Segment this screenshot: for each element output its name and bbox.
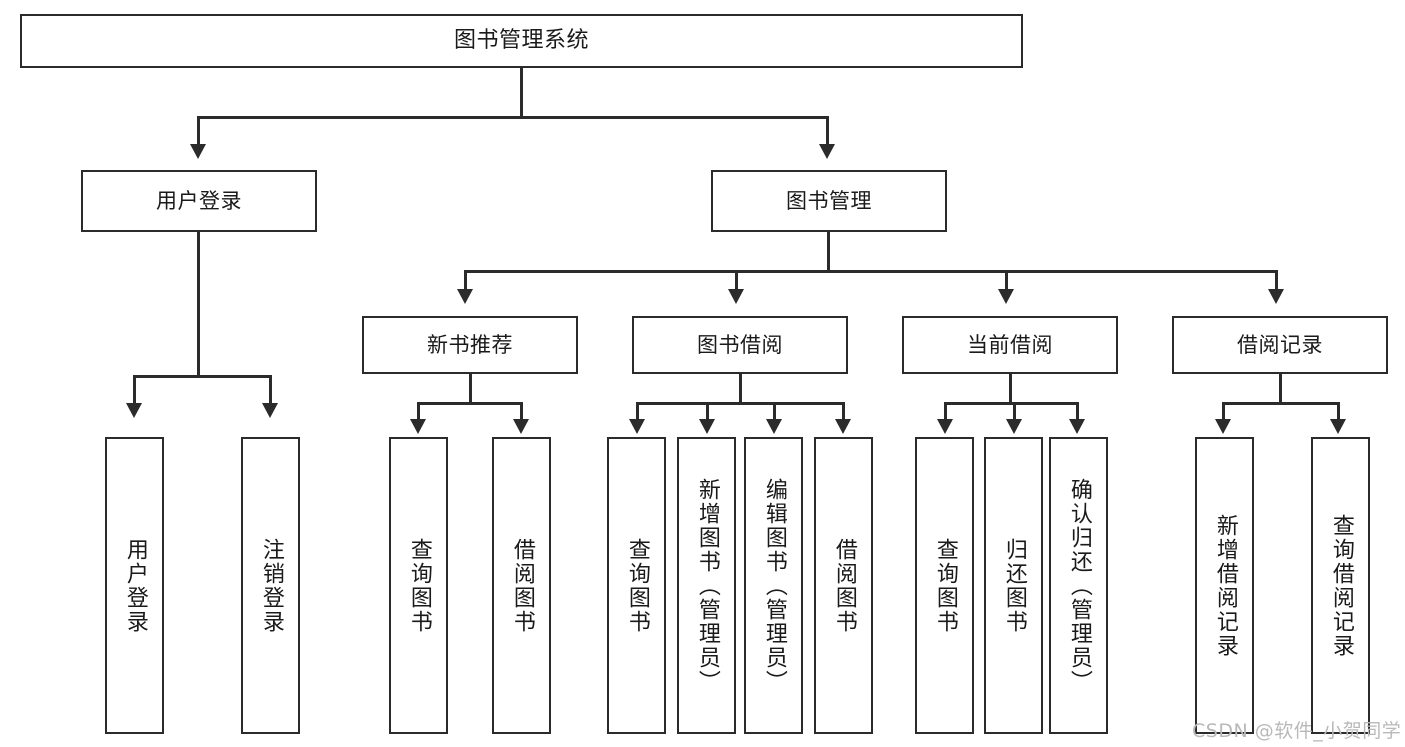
leaf-user-login[interactable]: 用户登录 bbox=[105, 437, 164, 734]
leaf-current-borrow-confirm-return-admin[interactable]: 确认归还（管理员） bbox=[1049, 437, 1108, 734]
connector-user-login-branch-2 bbox=[269, 375, 272, 404]
connector-user-login-stem bbox=[197, 232, 200, 377]
leaf-label: 借阅图书 bbox=[831, 537, 857, 634]
node-label: 用户登录 bbox=[156, 188, 242, 213]
leaf-label: 借阅图书 bbox=[509, 537, 535, 634]
leaf-logout[interactable]: 注销登录 bbox=[241, 437, 300, 734]
leaf-book-borrow-borrow-book[interactable]: 借阅图书 bbox=[814, 437, 873, 734]
connector-current-borrow-bus bbox=[944, 402, 1078, 405]
node-user-login[interactable]: 用户登录 bbox=[81, 170, 317, 232]
node-book-management[interactable]: 图书管理 bbox=[711, 170, 947, 232]
connector-book-mgmt-branch-1 bbox=[464, 270, 467, 290]
arrowhead-book-mgmt bbox=[819, 144, 835, 159]
leaf-label: 新增图书（管理员） bbox=[694, 477, 720, 694]
node-root-library-system[interactable]: 图书管理系统 bbox=[20, 14, 1023, 68]
connector-book-mgmt-branch-2 bbox=[735, 270, 738, 290]
leaf-current-borrow-query-book[interactable]: 查询图书 bbox=[915, 437, 974, 734]
leaf-label: 确认归还（管理员） bbox=[1066, 477, 1092, 694]
leaf-label: 查询借阅记录 bbox=[1328, 513, 1354, 658]
connector-root-stem bbox=[520, 68, 523, 118]
arrowhead-leaf-new-book-2 bbox=[513, 419, 529, 434]
node-label: 当前借阅 bbox=[967, 332, 1053, 357]
node-label: 图书管理系统 bbox=[453, 28, 589, 54]
arrowhead-level3-2 bbox=[728, 289, 744, 304]
arrowhead-leaf-user-login-2 bbox=[262, 403, 278, 418]
connector-book-borrow-bus bbox=[636, 402, 844, 405]
arrowhead-leaf-user-login-1 bbox=[126, 403, 142, 418]
leaf-new-book-query-book[interactable]: 查询图书 bbox=[389, 437, 448, 734]
node-borrow-record[interactable]: 借阅记录 bbox=[1172, 316, 1388, 374]
connector-root-to-book-mgmt bbox=[826, 116, 829, 146]
connector-root-to-user-login bbox=[197, 116, 200, 146]
leaf-label: 编辑图书（管理员） bbox=[761, 477, 787, 694]
node-label: 图书借阅 bbox=[697, 332, 783, 357]
connector-current-borrow-branch-1 bbox=[944, 402, 947, 420]
leaf-book-borrow-query-book[interactable]: 查询图书 bbox=[607, 437, 666, 734]
connector-book-borrow-branch-4 bbox=[842, 402, 845, 420]
leaf-book-borrow-add-book-admin[interactable]: 新增图书（管理员） bbox=[677, 437, 736, 734]
arrowhead-leaf-book-borrow-2 bbox=[699, 419, 715, 434]
leaf-new-book-borrow-book[interactable]: 借阅图书 bbox=[492, 437, 551, 734]
node-current-borrow[interactable]: 当前借阅 bbox=[902, 316, 1118, 374]
node-book-borrow[interactable]: 图书借阅 bbox=[632, 316, 848, 374]
arrowhead-leaf-borrow-record-2 bbox=[1330, 419, 1346, 434]
connector-current-borrow-branch-2 bbox=[1013, 402, 1016, 420]
node-label: 图书管理 bbox=[786, 188, 872, 213]
connector-user-login-branch-1 bbox=[133, 375, 136, 404]
connector-new-book-bus bbox=[417, 402, 523, 405]
leaf-label: 归还图书 bbox=[1001, 537, 1027, 634]
arrowhead-level3-1 bbox=[457, 289, 473, 304]
arrowhead-leaf-current-borrow-2 bbox=[1006, 419, 1022, 434]
connector-book-mgmt-branch-4 bbox=[1275, 270, 1278, 290]
leaf-label: 查询图书 bbox=[624, 537, 650, 634]
arrowhead-leaf-borrow-record-1 bbox=[1215, 419, 1231, 434]
leaf-label: 新增借阅记录 bbox=[1212, 513, 1238, 658]
connector-borrow-record-branch-1 bbox=[1222, 402, 1225, 420]
leaf-current-borrow-return-book[interactable]: 归还图书 bbox=[984, 437, 1043, 734]
leaf-label: 注销登录 bbox=[258, 537, 284, 634]
leaf-borrow-record-query-record[interactable]: 查询借阅记录 bbox=[1311, 437, 1370, 734]
connector-book-mgmt-stem bbox=[827, 232, 830, 272]
connector-new-book-branch-2 bbox=[520, 402, 523, 420]
connector-book-borrow-branch-2 bbox=[706, 402, 709, 420]
arrowhead-level3-3 bbox=[998, 289, 1014, 304]
arrowhead-leaf-current-borrow-3 bbox=[1069, 419, 1085, 434]
leaf-label: 查询图书 bbox=[932, 537, 958, 634]
connector-book-borrow-stem bbox=[739, 374, 742, 404]
connector-book-borrow-branch-3 bbox=[773, 402, 776, 420]
node-new-book-recommend[interactable]: 新书推荐 bbox=[362, 316, 578, 374]
leaf-label: 查询图书 bbox=[406, 537, 432, 634]
arrowhead-leaf-new-book-1 bbox=[410, 419, 426, 434]
connector-borrow-record-stem bbox=[1279, 374, 1282, 404]
leaf-label: 用户登录 bbox=[122, 537, 148, 634]
connector-book-mgmt-branch-3 bbox=[1005, 270, 1008, 290]
connector-book-borrow-branch-1 bbox=[636, 402, 639, 420]
arrowhead-leaf-book-borrow-4 bbox=[835, 419, 851, 434]
connector-current-borrow-branch-3 bbox=[1076, 402, 1079, 420]
connector-root-bus bbox=[197, 116, 829, 119]
connector-borrow-record-bus bbox=[1222, 402, 1340, 405]
arrowhead-user-login bbox=[190, 144, 206, 159]
arrowhead-leaf-current-borrow-1 bbox=[937, 419, 953, 434]
connector-new-book-stem bbox=[469, 374, 472, 404]
arrowhead-leaf-book-borrow-1 bbox=[629, 419, 645, 434]
arrowhead-level3-4 bbox=[1268, 289, 1284, 304]
node-label: 借阅记录 bbox=[1237, 332, 1323, 357]
connector-current-borrow-stem bbox=[1009, 374, 1012, 404]
leaf-book-borrow-edit-book-admin[interactable]: 编辑图书（管理员） bbox=[744, 437, 803, 734]
connector-book-mgmt-bus bbox=[464, 270, 1278, 273]
connector-new-book-branch-1 bbox=[417, 402, 420, 420]
connector-borrow-record-branch-2 bbox=[1337, 402, 1340, 420]
arrowhead-leaf-book-borrow-3 bbox=[766, 419, 782, 434]
connector-user-login-bus bbox=[133, 375, 272, 378]
leaf-borrow-record-add-record[interactable]: 新增借阅记录 bbox=[1195, 437, 1254, 734]
node-label: 新书推荐 bbox=[427, 332, 513, 357]
